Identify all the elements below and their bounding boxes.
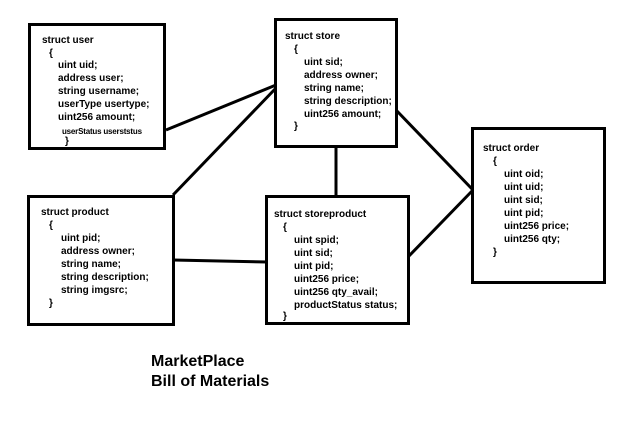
struct-store-open-brace: { [294,44,298,55]
struct-store-field: string name; [304,83,365,94]
struct-product-field: address owner; [61,246,135,257]
struct-user-title: struct user [42,35,94,46]
connector-product-storeproduct [172,258,268,264]
struct-user-close-brace: } [65,136,69,147]
connector-user-store [165,83,277,132]
struct-product-box: struct product { uint pid; address owner… [27,195,175,326]
struct-storeproduct-field: uint256 qty_avail; [294,287,378,298]
struct-order-box: struct order { uint oid; uint uid; uint … [471,127,606,284]
struct-storeproduct-field: uint256 price; [294,274,360,285]
struct-store-field: address owner; [304,70,378,81]
struct-store-field: uint256 amount; [304,109,382,120]
struct-user-field-small: userStatus userststus [62,127,142,136]
struct-store-field: uint sid; [304,57,343,68]
struct-order-field: uint256 price; [504,221,570,232]
struct-order-field: uint pid; [504,208,544,219]
struct-order-title: struct order [483,143,540,154]
struct-product-field: string imgsrc; [61,285,128,296]
struct-store-title: struct store [285,31,341,42]
struct-storeproduct-title: struct storeproduct [274,209,367,220]
struct-storeproduct-field: productStatus status; [294,300,398,311]
struct-store-close-brace: } [294,121,298,132]
diagram-caption-line-1: MarketPlace [151,353,245,370]
struct-product-field: string description; [61,272,149,283]
struct-storeproduct-field: uint pid; [294,261,334,272]
struct-order-field: uint oid; [504,169,544,180]
struct-user-box: struct user { uint uid; address user; st… [28,23,166,150]
struct-store-field: string description; [304,96,392,107]
diagram-caption-line-2: Bill of Materials [151,373,270,390]
struct-order-close-brace: } [493,247,497,258]
struct-store-box: struct store { uint sid; address owner; … [274,18,398,148]
struct-user-field: userType usertype; [58,99,150,110]
struct-storeproduct-field: uint spid; [294,235,339,246]
struct-product-open-brace: { [49,220,53,231]
struct-storeproduct-open-brace: { [283,222,287,233]
struct-storeproduct-box: struct storeproduct { uint spid; uint si… [265,195,410,325]
struct-user-field: uint uid; [58,60,98,71]
struct-product-field: string name; [61,259,122,270]
struct-product-title: struct product [41,207,109,218]
struct-user-field: uint256 amount; [58,112,136,123]
struct-storeproduct-field: uint sid; [294,248,333,259]
struct-user-field: string username; [58,86,140,97]
struct-order-field: uint256 qty; [504,234,561,245]
struct-user-field: address user; [58,73,124,84]
connector-store-order [394,108,475,192]
struct-product-field: uint pid; [61,233,101,244]
struct-order-field: uint uid; [504,182,544,193]
struct-order-field: uint sid; [504,195,543,206]
struct-order-open-brace: { [493,156,497,167]
struct-user-open-brace: { [49,48,53,59]
connector-storeproduct-order [406,188,475,259]
struct-storeproduct-close-brace: } [283,311,287,322]
struct-product-close-brace: } [49,298,53,309]
connector-product-store [171,86,278,197]
